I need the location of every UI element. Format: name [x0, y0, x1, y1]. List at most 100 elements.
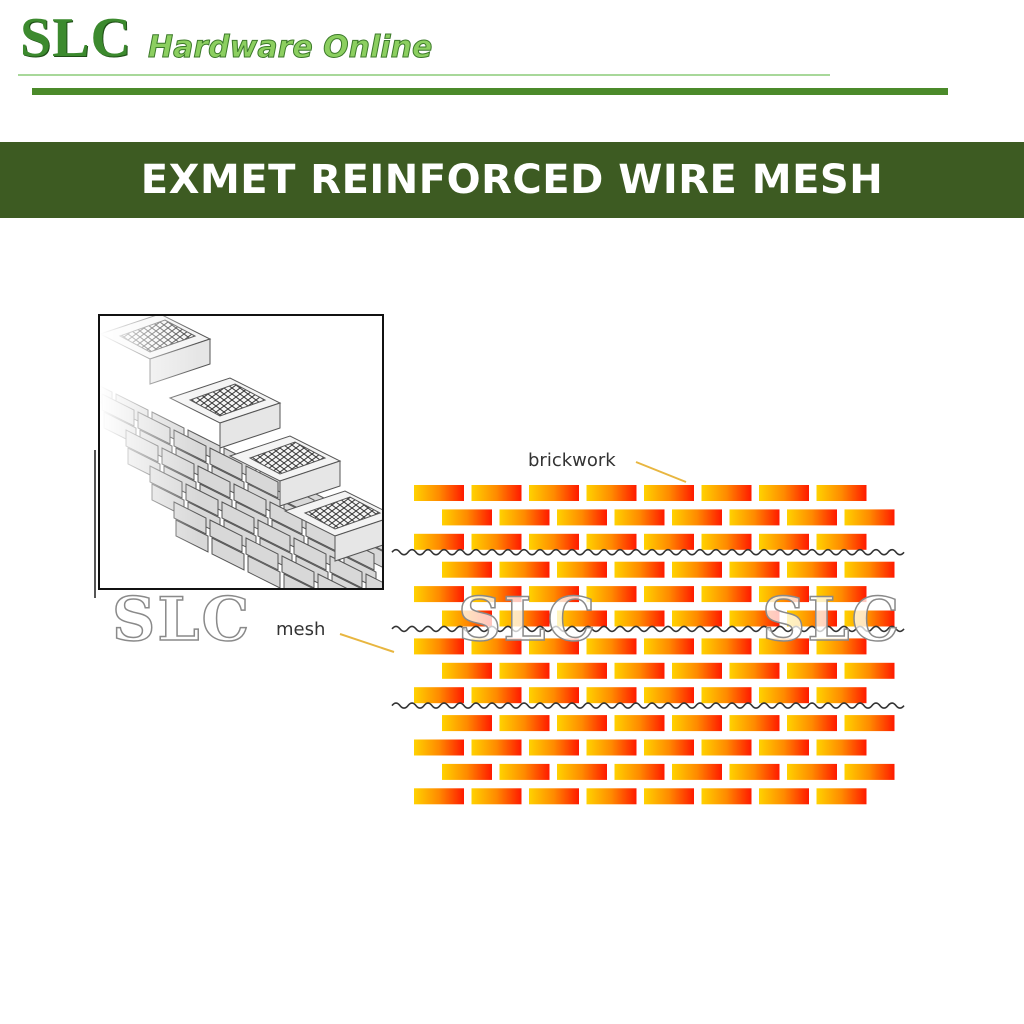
brick	[586, 533, 637, 550]
brick	[529, 687, 579, 704]
brick	[759, 485, 809, 501]
brick	[844, 509, 895, 526]
brick	[644, 687, 694, 704]
brick	[499, 763, 550, 780]
brick	[759, 586, 809, 603]
brick	[614, 610, 665, 627]
brick	[471, 739, 522, 756]
logo-sub-text: Hardware Online	[147, 30, 433, 66]
brick	[557, 763, 607, 780]
brick	[816, 788, 867, 805]
brick	[816, 638, 867, 655]
brick	[759, 739, 809, 756]
brick	[414, 638, 464, 655]
brick	[844, 763, 895, 780]
brick	[442, 610, 492, 627]
brick	[729, 509, 780, 526]
brick	[614, 715, 665, 732]
brick	[816, 533, 867, 550]
brickwork-label: brickwork	[528, 450, 616, 471]
brick	[844, 561, 895, 578]
brick	[701, 485, 752, 501]
brick	[816, 485, 867, 501]
brick	[586, 788, 637, 805]
brick	[414, 533, 464, 550]
brick	[672, 662, 722, 679]
brick	[644, 788, 694, 805]
brick	[816, 687, 867, 704]
brick	[557, 662, 607, 679]
brick	[672, 610, 722, 627]
brick	[644, 485, 694, 501]
brick	[586, 586, 637, 603]
brick	[442, 763, 492, 780]
brick	[499, 509, 550, 526]
brick	[442, 561, 492, 578]
brick	[644, 586, 694, 603]
brick	[614, 561, 665, 578]
brick	[701, 687, 752, 704]
isometric-wall-svg	[100, 316, 382, 588]
brick	[529, 586, 579, 603]
brick	[614, 509, 665, 526]
brick	[729, 610, 780, 627]
header-divider-thin	[18, 74, 830, 76]
brick	[557, 561, 607, 578]
brick	[787, 561, 837, 578]
brick	[614, 763, 665, 780]
brick	[499, 610, 550, 627]
page-title: EXMET REINFORCED WIRE MESH	[140, 157, 884, 203]
brick	[787, 610, 837, 627]
brick	[644, 638, 694, 655]
brick	[816, 586, 867, 603]
brick	[414, 687, 464, 704]
brick	[471, 485, 522, 501]
brick	[701, 533, 752, 550]
brick	[529, 485, 579, 501]
brick	[644, 739, 694, 756]
brick	[586, 739, 637, 756]
frame-side-line	[94, 450, 96, 598]
brick	[442, 715, 492, 732]
brick	[414, 788, 464, 805]
brick	[759, 687, 809, 704]
brick	[529, 788, 579, 805]
brick	[557, 610, 607, 627]
watermark-center: SLC	[457, 584, 598, 656]
brick	[442, 509, 492, 526]
brick	[729, 763, 780, 780]
brick	[586, 687, 637, 704]
brick	[557, 509, 607, 526]
brick	[759, 638, 809, 655]
brick	[644, 533, 694, 550]
brick	[844, 610, 895, 627]
brick	[672, 715, 722, 732]
brick	[672, 561, 722, 578]
logo-main-text: SLC	[20, 7, 132, 69]
brick	[529, 533, 579, 550]
brick	[787, 763, 837, 780]
brick	[471, 687, 522, 704]
brick	[787, 715, 837, 732]
brick	[701, 739, 752, 756]
brick	[471, 533, 522, 550]
mesh-label: mesh	[276, 619, 326, 640]
watermark-right: SLC	[761, 584, 902, 656]
brick	[816, 739, 867, 756]
brick	[442, 662, 492, 679]
brick	[729, 561, 780, 578]
brick	[844, 715, 895, 732]
brick	[499, 715, 550, 732]
watermark-left: SLC	[111, 584, 252, 656]
brick	[701, 788, 752, 805]
brick	[787, 662, 837, 679]
brick	[586, 485, 637, 501]
brick	[414, 485, 464, 501]
brick	[614, 662, 665, 679]
brick	[529, 638, 579, 655]
brick	[787, 509, 837, 526]
brick	[499, 662, 550, 679]
mesh-line	[391, 625, 905, 633]
mesh-line	[391, 548, 905, 556]
